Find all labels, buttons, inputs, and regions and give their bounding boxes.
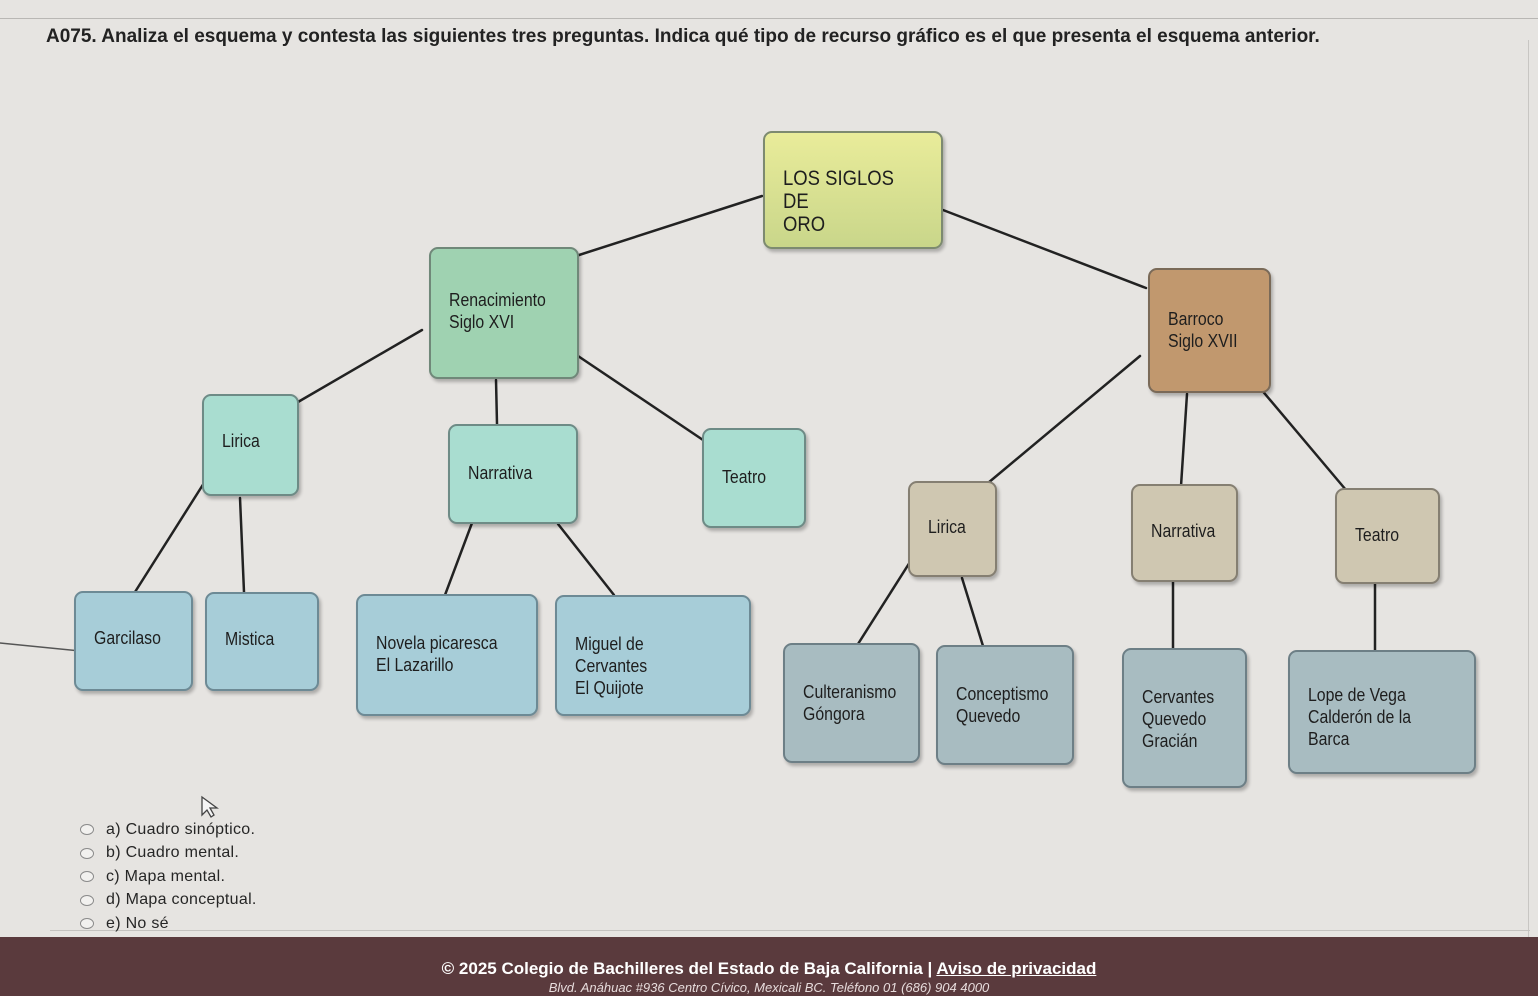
option-c[interactable]: c) Mapa mental. — [80, 865, 257, 889]
option-label: c) Mapa mental. — [106, 867, 226, 885]
radio-button[interactable] — [80, 871, 94, 883]
radio-button[interactable] — [80, 894, 94, 906]
node-label: Cervantes Quevedo Gracián — [1142, 687, 1215, 751]
footer-copyright-line: © 2025 Colegio de Bachilleres del Estado… — [0, 959, 1538, 979]
connector-renacimiento-teatro — [576, 354, 708, 444]
node-garcilaso: Garcilaso — [74, 591, 193, 691]
node-renacimiento: Renacimiento Siglo XVI — [429, 247, 579, 379]
node-label: Lirica — [928, 517, 966, 537]
radio-button[interactable] — [80, 824, 94, 836]
node-lope-calderon: Lope de Vega Calderón de la Barca — [1288, 650, 1476, 774]
mouse-pointer-icon — [201, 795, 219, 818]
node-lirica-renacimiento: Lirica — [202, 394, 299, 496]
node-miguel-de-cervantes: Miguel de Cervantes El Quijote — [555, 595, 751, 716]
node-teatro-renacimiento: Teatro — [702, 428, 806, 528]
node-label: Teatro — [722, 467, 767, 487]
footer-address: Blvd. Anáhuac #936 Centro Cívico, Mexica… — [548, 980, 990, 995]
node-los-siglos-de-oro: LOS SIGLOS DE ORO — [763, 131, 943, 249]
connector-barroco-narrativa — [1179, 392, 1189, 488]
node-label: Narrativa — [1151, 521, 1216, 541]
node-label: Garcilaso — [94, 628, 161, 648]
copyright-text: © 2025 Colegio de Bachilleres del Estado… — [441, 959, 937, 978]
option-e[interactable]: e) No sé — [80, 912, 257, 936]
site-footer: © 2025 Colegio de Bachilleres del Estado… — [0, 937, 1538, 996]
connector-renacimiento-narrativa — [494, 378, 499, 426]
radio-button[interactable] — [80, 847, 94, 859]
option-label: e) No sé — [106, 914, 169, 932]
connector-barroco-lirica — [986, 354, 1142, 485]
connector-root-renacimiento — [574, 194, 764, 258]
node-label: Conceptismo Quevedo — [956, 684, 1049, 726]
answer-options: a) Cuadro sinóptico. b) Cuadro mental. c… — [80, 818, 257, 936]
node-narrativa-barroco: Narrativa — [1131, 484, 1238, 582]
node-barroco: Barroco Siglo XVII — [1148, 268, 1271, 393]
node-novela-picaresca: Novela picaresca El Lazarillo — [356, 594, 538, 716]
node-label: Renacimiento Siglo XVI — [449, 290, 546, 332]
node-label: Narrativa — [468, 463, 533, 483]
node-label: Miguel de Cervantes El Quijote — [575, 634, 648, 698]
connector-renacimiento-lirica — [296, 328, 424, 404]
connector-narrativa-novela — [443, 521, 474, 597]
option-label: a) Cuadro sinóptico. — [106, 820, 256, 838]
connector-barroco-teatro — [1258, 386, 1348, 492]
node-label: Teatro — [1355, 525, 1400, 545]
node-label: Barroco Siglo XVII — [1168, 309, 1238, 351]
node-label: Mistica — [225, 629, 275, 649]
connector-lirica-culteranismo — [856, 560, 912, 646]
node-label: Lirica — [222, 431, 260, 451]
node-label: Lope de Vega Calderón de la Barca — [1308, 685, 1412, 749]
connector-root-barroco — [941, 208, 1148, 290]
radio-button[interactable] — [80, 918, 94, 930]
node-label: LOS SIGLOS DE ORO — [783, 167, 894, 236]
node-autores-narrativa-barroco: Cervantes Quevedo Gracián — [1122, 648, 1247, 788]
node-teatro-barroco: Teatro — [1335, 488, 1440, 584]
option-d[interactable]: d) Mapa conceptual. — [80, 889, 257, 913]
connector-lirica-mistica — [238, 496, 246, 594]
top-divider — [0, 18, 1538, 19]
node-culteranismo: Culteranismo Góngora — [783, 643, 920, 763]
option-a[interactable]: a) Cuadro sinóptico. — [80, 818, 257, 842]
privacy-notice-link[interactable]: Aviso de privacidad — [936, 959, 1097, 978]
node-label: Novela picaresca El Lazarillo — [376, 633, 498, 675]
node-narrativa-renacimiento: Narrativa — [448, 424, 578, 524]
question-text: A075. Analiza el esquema y contesta las … — [46, 26, 1320, 47]
option-label: d) Mapa conceptual. — [106, 891, 257, 909]
option-label: b) Cuadro mental. — [106, 844, 240, 862]
node-lirica-barroco: Lirica — [908, 481, 997, 577]
connector-narrativa-cervantes — [556, 522, 616, 597]
node-label: Culteranismo Góngora — [803, 682, 897, 724]
option-b[interactable]: b) Cuadro mental. — [80, 842, 257, 866]
right-frame-border — [1528, 40, 1529, 940]
node-conceptismo: Conceptismo Quevedo — [936, 645, 1074, 765]
node-mistica: Mistica — [205, 592, 319, 691]
question-frame-bottom — [50, 930, 1530, 931]
connector-lirica-garcilaso — [133, 481, 206, 594]
connector-lirica-conceptismo — [960, 576, 985, 648]
